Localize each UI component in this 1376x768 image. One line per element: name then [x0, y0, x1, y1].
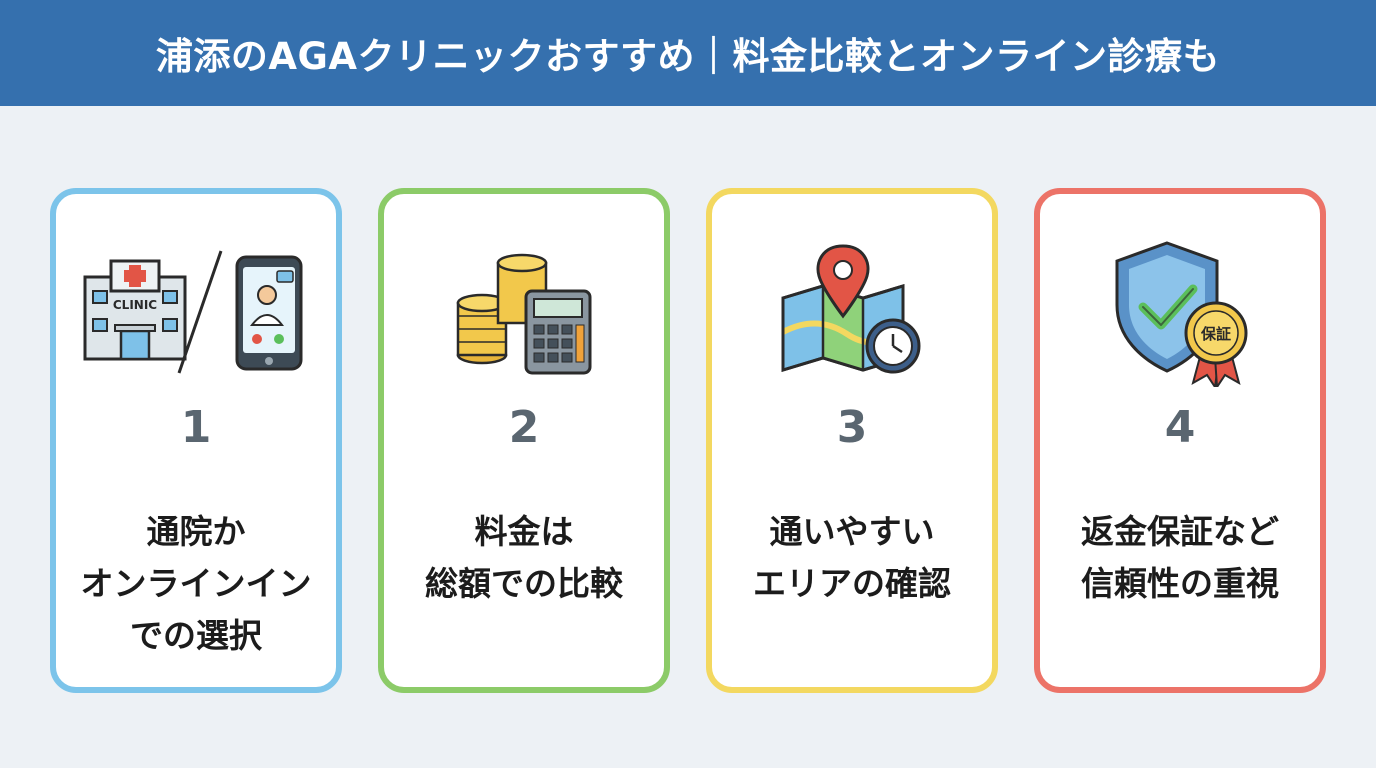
card-number: 2	[508, 402, 540, 453]
clinic-sign: CLINIC	[113, 298, 157, 312]
card-number: 3	[836, 402, 868, 453]
card-text-line: オンラインイン	[80, 564, 312, 603]
coins-and-calculator-icon	[384, 232, 664, 392]
card-2: 2 料金は 総額での比較	[378, 188, 670, 693]
card-text-line: 通院か	[146, 512, 246, 551]
card-text-line: エリアの確認	[753, 564, 951, 603]
page-title: 浦添のAGAクリニックおすすめ｜料金比較とオンライン診療も	[155, 35, 1221, 78]
card-number: 4	[1164, 402, 1196, 453]
card-text-line: での選択	[130, 616, 262, 655]
map-pin-clock-icon	[712, 232, 992, 392]
card-text-line: 総額での比較	[425, 564, 623, 603]
header-banner: 浦添のAGAクリニックおすすめ｜料金比較とオンライン診療も	[0, 0, 1376, 106]
clinic-and-phone-icon: CLINIC	[56, 232, 336, 392]
card-text: 料金は 総額での比較	[384, 506, 664, 610]
card-text-line: 通いやすい	[769, 512, 935, 551]
card-1: CLINIC 1 通院か オ	[50, 188, 342, 693]
card-number: 1	[180, 402, 212, 453]
card-text-line: 信頼性の重視	[1081, 564, 1279, 603]
card-3: 3 通いやすい エリアの確認	[706, 188, 998, 693]
card-text-line: 料金は	[474, 512, 574, 551]
card-4: 保証 4 返金保証など 信頼性の重視	[1034, 188, 1326, 693]
guarantee-badge-label: 保証	[1200, 325, 1231, 343]
card-text: 返金保証など 信頼性の重視	[1040, 506, 1320, 610]
card-text-line: 返金保証など	[1081, 512, 1279, 551]
shield-guarantee-icon: 保証	[1040, 232, 1320, 392]
card-text: 通院か オンラインイン での選択	[56, 506, 336, 662]
card-row: CLINIC 1 通院か オ	[50, 188, 1326, 693]
card-text: 通いやすい エリアの確認	[712, 506, 992, 610]
